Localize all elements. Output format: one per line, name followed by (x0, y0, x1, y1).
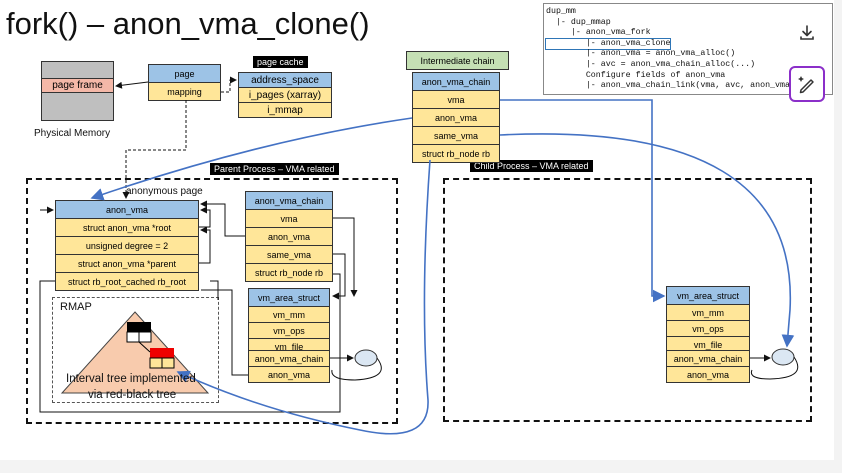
code-line: |- anon_vma_chain_link(vma, avc, anon_vm… (546, 81, 795, 91)
page-struct-mapping: mapping (148, 82, 221, 101)
intermediate-chain-label: Intermediate chain (406, 51, 509, 70)
child-list-head-circle (771, 348, 795, 366)
child-process-label: Child Process – VMA related (470, 160, 593, 172)
rmap-caption-line1: Interval tree implemented (66, 373, 196, 385)
page-cache-label: page cache (253, 56, 308, 68)
rmap-region (52, 297, 219, 403)
rb-tree-node-black-lower (126, 331, 140, 343)
parent-process-region (26, 178, 398, 424)
download-button[interactable] (789, 15, 825, 51)
child-vma-field: anon_vma (666, 366, 750, 383)
call-trace-code-box: dup_mm |- dup_mmap |- anon_vma_fork |- a… (543, 3, 833, 95)
code-line: |- anon_vma = anon_vma_alloc() (546, 49, 736, 59)
anon-vma-field: struct rb_root_cached rb_root (55, 272, 199, 291)
rmap-caption-line2: via red-black tree (88, 389, 177, 401)
address-space-field: i_mmap (238, 102, 332, 118)
code-line: |- anon_vma_fork (546, 28, 651, 38)
parent-list-head-circle (354, 349, 378, 367)
anonymous-page-label: anonymous page (126, 186, 203, 197)
download-icon (800, 25, 814, 40)
child-process-region (443, 178, 812, 422)
parent-avc-field: struct rb_node rb (245, 263, 333, 282)
code-line: |- dup_mmap (546, 17, 611, 27)
edit-button[interactable] (789, 66, 825, 102)
code-line: |- avc = anon_vma_chain_alloc(...) (546, 59, 756, 69)
physical-memory-caption: Physical Memory (34, 128, 111, 139)
intermediate-avc-field: struct rb_node rb (412, 144, 500, 163)
code-line: dup_mm (546, 7, 576, 16)
physical-memory-bottom (41, 92, 114, 121)
rb-tree-node-red (150, 348, 174, 358)
parent-vma-field: anon_vma (248, 366, 330, 383)
rmap-label: RMAP (60, 301, 92, 313)
parent-process-label: Parent Process – VMA related (210, 163, 339, 175)
code-line-highlighted: |- anon_vma_clone (544, 37, 672, 51)
code-line: Configure fields of anon_vma (546, 70, 726, 80)
edit-sparkle-icon (798, 76, 814, 94)
rb-tree-node-black (127, 322, 151, 332)
slide-title: fork() – anon_vma_clone() (6, 6, 370, 41)
